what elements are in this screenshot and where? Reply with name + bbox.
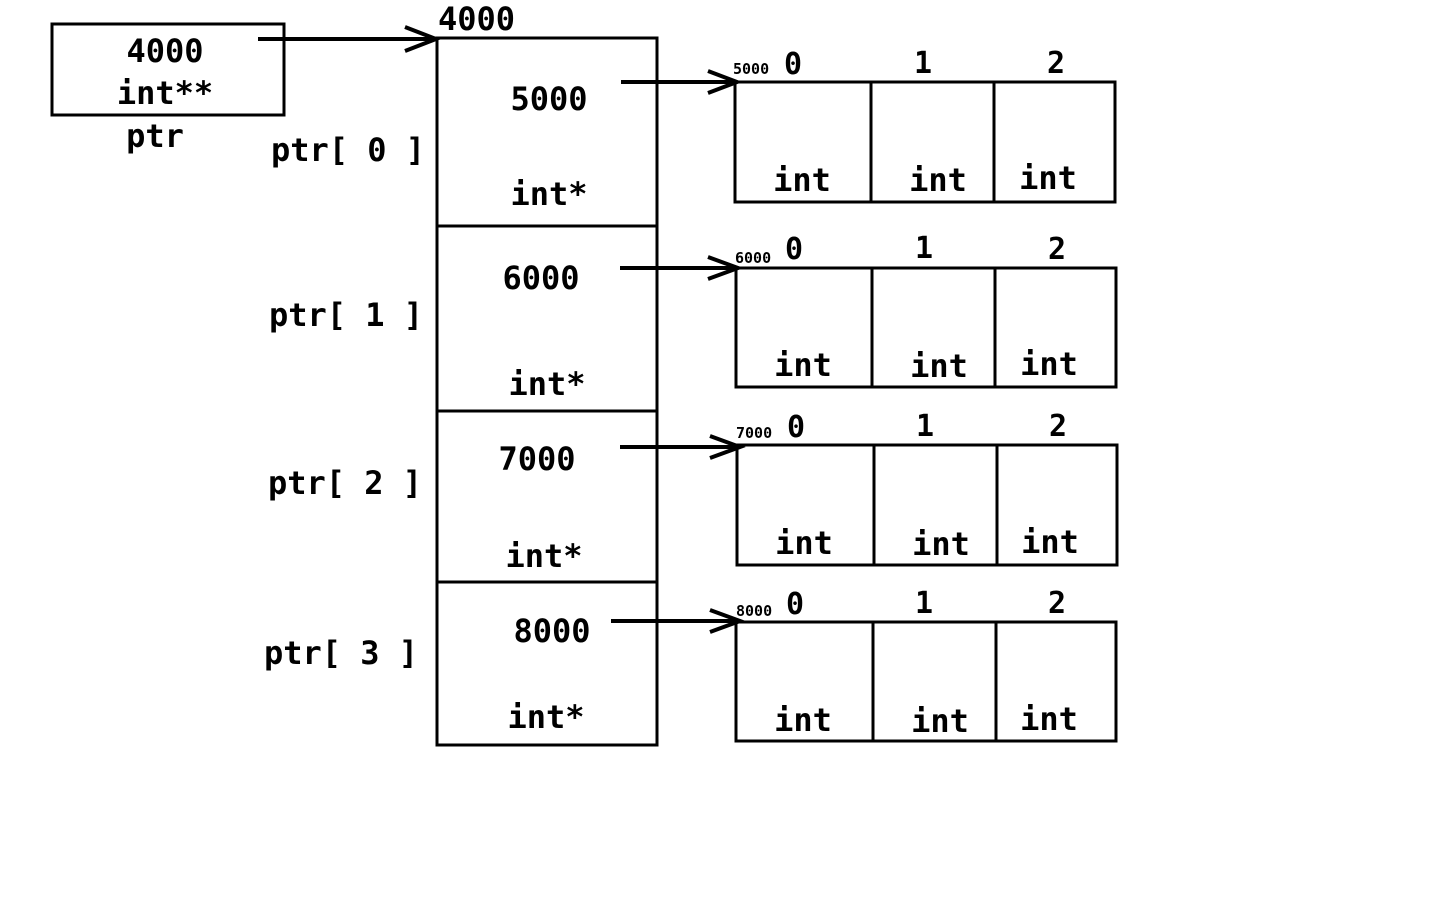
int-array-address: 8000 [736,602,772,620]
pointer-cell-value: 7000 [498,440,575,478]
int-cell-type: int [773,161,831,199]
arrow-to-array-2 [620,434,746,460]
ptr-box [50,22,286,117]
int-cell-type: int [774,346,832,384]
int-array-address: 7000 [736,424,772,442]
int-array-index: 2 [1048,586,1066,621]
arrow-to-array-1 [620,255,744,281]
pointer-cell-type: int* [507,698,584,736]
int-cell-type: int [774,701,832,739]
pointer-cell-type: int* [505,537,582,575]
int-cell-type: int [911,702,969,740]
int-cell-type: int [910,347,968,385]
pointer-cell-type: int* [510,175,587,213]
pointer-cell-value: 5000 [510,80,587,118]
int-cell-type: int [1020,700,1078,738]
arrow-to-array-0 [621,69,743,95]
int-cell-type: int [1021,523,1079,561]
int-array-address: 5000 [733,60,769,78]
int-array-outline [734,620,1118,743]
int-cell-type: int [1020,345,1078,383]
int-array-index: 0 [784,47,802,82]
int-array-7000: 7000 0 1 2 int int int [735,409,1119,567]
int-array-index: 0 [787,410,805,445]
pointer-cell-value: 8000 [513,612,590,650]
pointer-cell-value: 6000 [502,259,579,297]
pointer-cell-type: int* [508,365,585,403]
pointer-cell-arrows [611,69,746,634]
ptr-name: ptr [126,117,184,155]
ptr-type: int** [117,74,213,112]
int-array-5000: 5000 0 1 2 int int int [733,46,1117,204]
ptr-index-label: ptr[ 0 ] [271,131,425,169]
ptr-index-label: ptr[ 1 ] [269,296,423,334]
int-array-outline [734,266,1118,389]
int-array-6000: 6000 0 1 2 int int int [734,231,1118,389]
int-array-index: 0 [785,232,803,267]
int-cell-type: int [775,524,833,562]
int-cell-type: int [912,525,970,563]
int-array-index: 2 [1047,46,1065,81]
int-array-index: 2 [1049,409,1067,444]
int-array-index: 1 [915,586,933,621]
pointer-array-outline [435,36,659,747]
int-array-index: 0 [786,587,804,622]
int-array-index: 1 [914,46,932,81]
ptr-value: 4000 [126,32,203,70]
int-array-outline [735,443,1119,567]
int-array-index: 1 [915,231,933,266]
pointer-array: ptr[ 0 ] 5000 int* ptr[ 1 ] 6000 int* pt… [264,36,659,747]
int-array-8000: 8000 0 1 2 int int int [734,586,1118,743]
ptr-index-label: ptr[ 3 ] [264,634,418,672]
pointer-array-address: 4000 [438,0,515,38]
int-array-address: 6000 [735,249,771,267]
ptr-variable: 4000 int** ptr [50,22,286,155]
int-array-index: 1 [916,409,934,444]
int-cell-type: int [909,161,967,199]
int-array-index: 2 [1048,232,1066,267]
arrow-to-array-3 [611,608,746,634]
ptr-index-label: ptr[ 2 ] [268,464,422,502]
int-cell-type: int [1019,159,1077,197]
int-array-outline [733,80,1117,204]
